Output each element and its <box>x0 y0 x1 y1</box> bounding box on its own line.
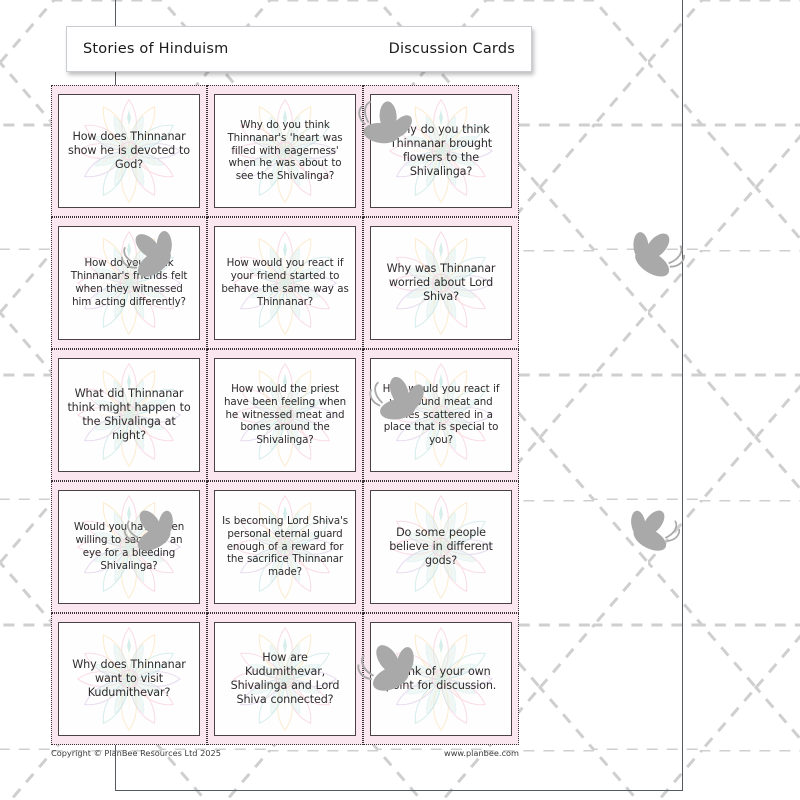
discussion-card[interactable]: Why do you think Thinnanar's 'heart was … <box>214 94 356 208</box>
discussion-card[interactable]: How does Thinnanar show he is devoted to… <box>58 94 200 208</box>
card-cell: How would you react if your friend start… <box>207 217 363 349</box>
discussion-card[interactable]: Why does Thinnanar want to visit Kudumit… <box>58 622 200 736</box>
card-cell: Why do you think Thinnanar's 'heart was … <box>207 85 363 217</box>
discussion-card-text: How does Thinnanar show he is devoted to… <box>68 129 190 172</box>
header-title-left: Stories of Hinduism <box>83 41 229 57</box>
discussion-card-text: Why do you think Thinnanar's 'heart was … <box>227 119 343 183</box>
card-cell: Why do you think Thinnanar brought flowe… <box>363 85 519 217</box>
card-cell: How are Kudumithevar, Shivalinga and Lor… <box>207 613 363 745</box>
card-cell: How do you think Thinnanar's friends fel… <box>51 217 207 349</box>
discussion-card[interactable]: How would you react if you found meat an… <box>370 358 512 472</box>
card-cell: What did Thinnanar think might happen to… <box>51 349 207 481</box>
card-cell: Would you have been willing to sacrifice… <box>51 481 207 613</box>
discussion-card[interactable]: How do you think Thinnanar's friends fel… <box>58 226 200 340</box>
card-cell: Why was Thinnanar worried about Lord Shi… <box>363 217 519 349</box>
discussion-card-text: How would the priest have been feeling w… <box>224 383 346 447</box>
card-cell: Why does Thinnanar want to visit Kudumit… <box>51 613 207 745</box>
footer-copyright: Copyright © PlanBee Resources Ltd 2025 <box>51 748 221 758</box>
card-cell: Is becoming Lord Shiva's personal eterna… <box>207 481 363 613</box>
discussion-card-text: Is becoming Lord Shiva's personal eterna… <box>222 515 348 579</box>
discussion-card-text: How would you react if you found meat an… <box>382 383 500 447</box>
discussion-card-grid: How does Thinnanar show he is devoted to… <box>51 85 519 745</box>
discussion-card-text: How are Kudumithevar, Shivalinga and Lor… <box>230 650 340 707</box>
footer-website: www.planbee.com <box>444 748 519 758</box>
discussion-card[interactable]: Is becoming Lord Shiva's personal eterna… <box>214 490 356 604</box>
discussion-card-text: How do you think Thinnanar's friends fel… <box>70 257 188 308</box>
discussion-card-text: Would you have been willing to sacrifice… <box>73 521 185 572</box>
discussion-card[interactable]: How would you react if your friend start… <box>214 226 356 340</box>
card-cell: How does Thinnanar show he is devoted to… <box>51 85 207 217</box>
discussion-card[interactable]: Would you have been willing to sacrifice… <box>58 490 200 604</box>
card-cell: Think of your own point for discussion. <box>363 613 519 745</box>
discussion-card[interactable]: Think of your own point for discussion. <box>370 622 512 736</box>
discussion-card[interactable]: How are Kudumithevar, Shivalinga and Lor… <box>214 622 356 736</box>
discussion-card-text: How would you react if your friend start… <box>221 257 349 308</box>
discussion-card[interactable]: Why was Thinnanar worried about Lord Shi… <box>370 226 512 340</box>
card-cell: How would the priest have been feeling w… <box>207 349 363 481</box>
discussion-card-text: Do some people believe in different gods… <box>389 525 493 568</box>
discussion-card-text: What did Thinnanar think might happen to… <box>67 386 191 443</box>
discussion-card-text: Why do you think Thinnanar brought flowe… <box>389 122 493 179</box>
discussion-card[interactable]: Why do you think Thinnanar brought flowe… <box>370 94 512 208</box>
discussion-card[interactable]: Do some people believe in different gods… <box>370 490 512 604</box>
discussion-card-text: Think of your own point for discussion. <box>385 664 497 692</box>
page-footer: Copyright © PlanBee Resources Ltd 2025 w… <box>51 748 519 758</box>
discussion-card[interactable]: What did Thinnanar think might happen to… <box>58 358 200 472</box>
header-bar: Stories of Hinduism Discussion Cards <box>66 26 532 72</box>
discussion-card-text: Why was Thinnanar worried about Lord Shi… <box>386 261 496 304</box>
discussion-card[interactable]: How would the priest have been feeling w… <box>214 358 356 472</box>
card-cell: How would you react if you found meat an… <box>363 349 519 481</box>
header-title-right: Discussion Cards <box>388 41 515 57</box>
card-cell: Do some people believe in different gods… <box>363 481 519 613</box>
discussion-card-text: Why does Thinnanar want to visit Kudumit… <box>72 657 186 700</box>
